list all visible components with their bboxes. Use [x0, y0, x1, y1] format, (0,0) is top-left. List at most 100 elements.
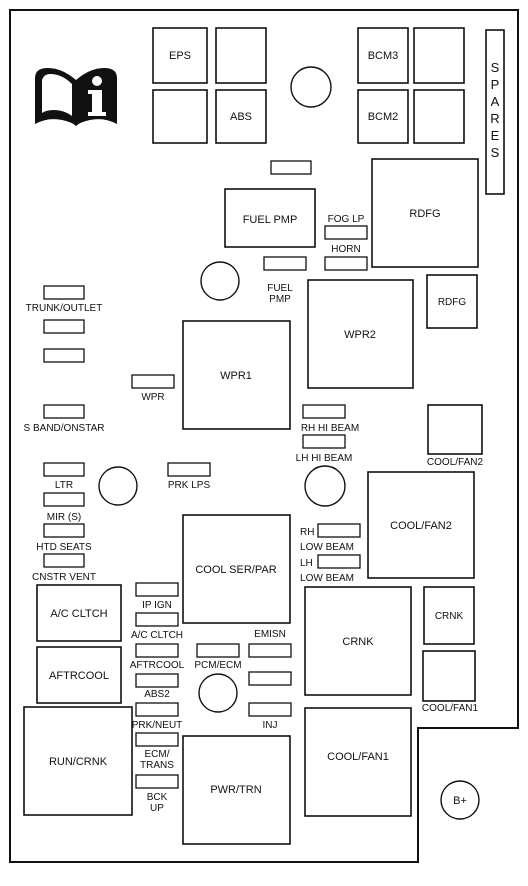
relay-bcm3: [357, 27, 409, 84]
fuse-inj-label: INJ: [263, 720, 278, 731]
fuse-lh-hi-beam: [302, 434, 346, 449]
fuse-unlabeled-ip: [135, 582, 179, 597]
fuse-ecm-trans-label-2: TRANS: [140, 760, 174, 771]
relay-fuel-pmp-label: FUEL PMP: [243, 214, 298, 226]
relay-bcm2-label: BCM2: [368, 111, 399, 123]
fuse-lh-low-beam-label-2: LOW BEAM: [300, 573, 354, 584]
fuse-emisn-label: EMISN: [254, 629, 286, 640]
relay-rdfg-small: [426, 274, 478, 329]
fuse-unlabeled-left-1: [43, 348, 85, 363]
relay-cool-fan2-small-label: COOL/FAN2: [427, 457, 484, 468]
relay-wpr2-label: WPR2: [344, 329, 376, 341]
spares-strip: [485, 29, 505, 195]
relay-cool-ser-par: [182, 514, 291, 624]
relay-abs: [215, 89, 267, 144]
relay-cool-fan1-small-label: COOL/FAN1: [422, 703, 479, 714]
fuse-prk-neut-label: PRK/NEUT: [132, 720, 183, 731]
fuse-bck-up-label-1: BCK: [147, 792, 168, 803]
fuse-wpr: [131, 374, 175, 389]
relay-abs-label: ABS: [230, 111, 252, 123]
relay-pwr-trn-label: PWR/TRN: [210, 784, 261, 796]
fuse-aftrcool-label: AFTRCOOL: [130, 660, 185, 671]
fuse-rh-hi-beam-label: RH HI BEAM: [301, 423, 359, 434]
fuse-abs2: [135, 702, 179, 717]
fuse-htd-seats: [43, 523, 85, 538]
fuse-ecm-trans: [135, 774, 179, 789]
relay-rdfg-small-label: RDFG: [438, 297, 467, 308]
relay-crnk-small: [423, 586, 475, 645]
relay-slot-top-6: [413, 89, 465, 144]
spares-letter: S: [491, 60, 500, 75]
fuse-htd-seats-label: HTD SEATS: [36, 542, 92, 553]
relay-wpr1: [182, 320, 291, 430]
relay-slot-top-2: [215, 27, 267, 84]
fuse-inj: [248, 702, 292, 717]
relay-cool-fan1-small: [422, 650, 476, 702]
fuse-unlabeled-top: [270, 160, 312, 175]
relay-crnk-large-label: CRNK: [342, 636, 374, 648]
relay-rdfg-large-label: RDFG: [409, 208, 440, 220]
relay-run-crnk: [23, 706, 133, 816]
fuse-abs2-label: ABS2: [144, 689, 170, 700]
relay-bcm3-label: BCM3: [368, 50, 399, 62]
relay-cool-fan1-large-label: COOL/FAN1: [327, 751, 389, 763]
stud-middle-left: [98, 466, 138, 506]
fuse-ip-ign-label: IP IGN: [142, 600, 172, 611]
relay-slot-top-5: [413, 27, 465, 84]
relay-ac-cltch-label: A/C CLTCH: [50, 608, 107, 620]
fuse-ac-cltch: [135, 643, 179, 658]
fuse-emisn: [248, 643, 292, 658]
relay-rdfg-large: [371, 158, 479, 268]
relay-wpr2: [307, 279, 414, 389]
fuse-trunk-outlet-1: [43, 285, 85, 300]
relay-slot-top-3: [152, 89, 208, 144]
stud-fuel: [200, 261, 240, 301]
relay-wpr1-label: WPR1: [220, 370, 252, 382]
fuse-lh-hi-beam-label: LH HI BEAM: [296, 453, 353, 464]
fuse-ltr: [43, 462, 85, 477]
relay-bcm2: [357, 89, 409, 144]
fuse-prk-lps: [167, 462, 211, 477]
fuse-fog-lp: [324, 225, 368, 240]
fuse-pcm-ecm-label: PCM/ECM: [194, 660, 241, 671]
fuse-aftrcool: [135, 673, 179, 688]
fuse-rh-low-beam-label-2: LOW BEAM: [300, 542, 354, 553]
relay-cool-fan2-large: [367, 471, 475, 579]
spares-letter: R: [490, 111, 499, 126]
relay-aftrcool-label: AFTRCOOL: [49, 670, 109, 682]
relay-crnk-large: [304, 586, 412, 696]
spares-letter: P: [491, 77, 500, 92]
spares-letter: E: [491, 128, 500, 143]
fuse-ltr-label: LTR: [55, 480, 73, 491]
fuse-ac-cltch-label: A/C CLTCH: [131, 630, 183, 641]
relay-pwr-trn: [182, 735, 291, 845]
fuse-pcm-ecm: [196, 643, 240, 658]
fuse-prk-neut: [135, 732, 179, 747]
fuse-mir-s: [43, 492, 85, 507]
relay-aftrcool: [36, 646, 122, 704]
relay-cool-fan2-small: [427, 404, 483, 455]
fuse-horn: [324, 256, 368, 271]
fuse-trunk-outlet-label: TRUNK/OUTLET: [26, 303, 103, 314]
fuse-trunk-outlet-2: [43, 319, 85, 334]
fuse-lh-low-beam: [317, 554, 361, 569]
fuse-ip-ign: [135, 612, 179, 627]
relay-cool-fan1-large: [304, 707, 412, 817]
fuse-rh-hi-beam: [302, 404, 346, 419]
stud-top: [290, 66, 332, 108]
fuse-rh-low-beam-label-1: RH: [300, 527, 314, 538]
fuse-s-band-onstar: [43, 404, 85, 419]
relay-crnk-small-label: CRNK: [435, 611, 464, 622]
fuse-horn-label: HORN: [331, 244, 360, 255]
fuse-fuel-pmp-label-1: FUEL: [267, 283, 293, 294]
stud-middle-right: [304, 465, 346, 507]
fuse-unlabeled-lower: [248, 671, 292, 686]
relay-eps-label: EPS: [169, 50, 191, 62]
fuse-ecm-trans-label-1: ECM/: [145, 749, 170, 760]
fuse-fog-lp-label: FOG LP: [328, 214, 365, 225]
b-plus-terminal: [440, 780, 480, 820]
fuse-s-band-onstar-label: S BAND/ONSTAR: [24, 423, 105, 434]
stud-lower: [198, 673, 238, 713]
fuse-wpr-label: WPR: [141, 392, 164, 403]
